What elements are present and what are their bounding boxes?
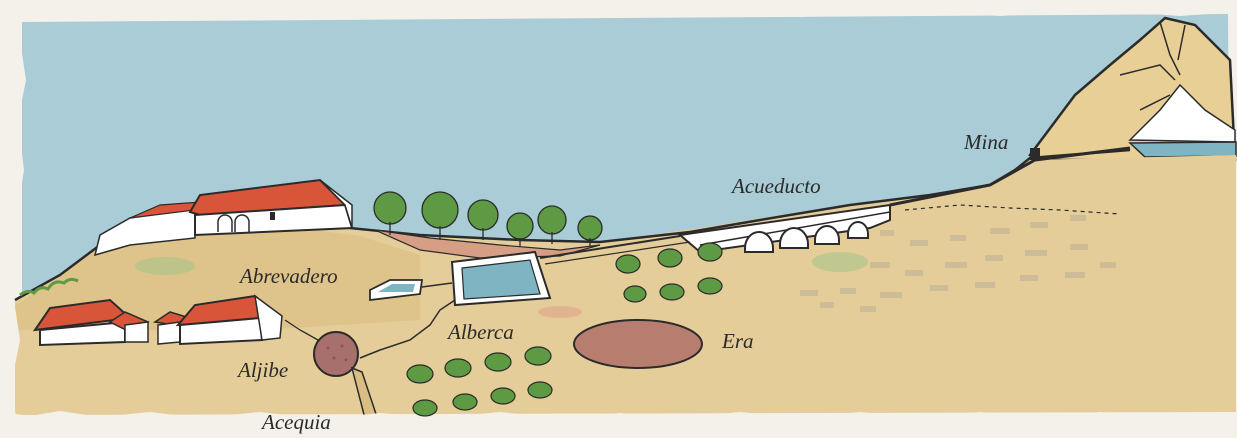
underground-water — [1130, 142, 1236, 157]
label-era: Era — [722, 331, 754, 352]
label-acequia: Acequia — [262, 412, 331, 433]
label-aljibe: Aljibe — [238, 360, 288, 381]
mine-entrance — [1030, 148, 1040, 160]
era-threshing-floor — [574, 320, 702, 368]
label-mina: Mina — [964, 132, 1008, 153]
aljibe-cistern — [314, 332, 358, 376]
alberca-pool — [452, 252, 550, 305]
label-acueducto: Acueducto — [732, 176, 821, 197]
green-patch — [135, 257, 195, 275]
label-alberca: Alberca — [448, 322, 514, 343]
green-patch — [538, 306, 582, 318]
label-abrevadero: Abrevadero — [240, 266, 338, 287]
green-patch — [812, 252, 868, 272]
